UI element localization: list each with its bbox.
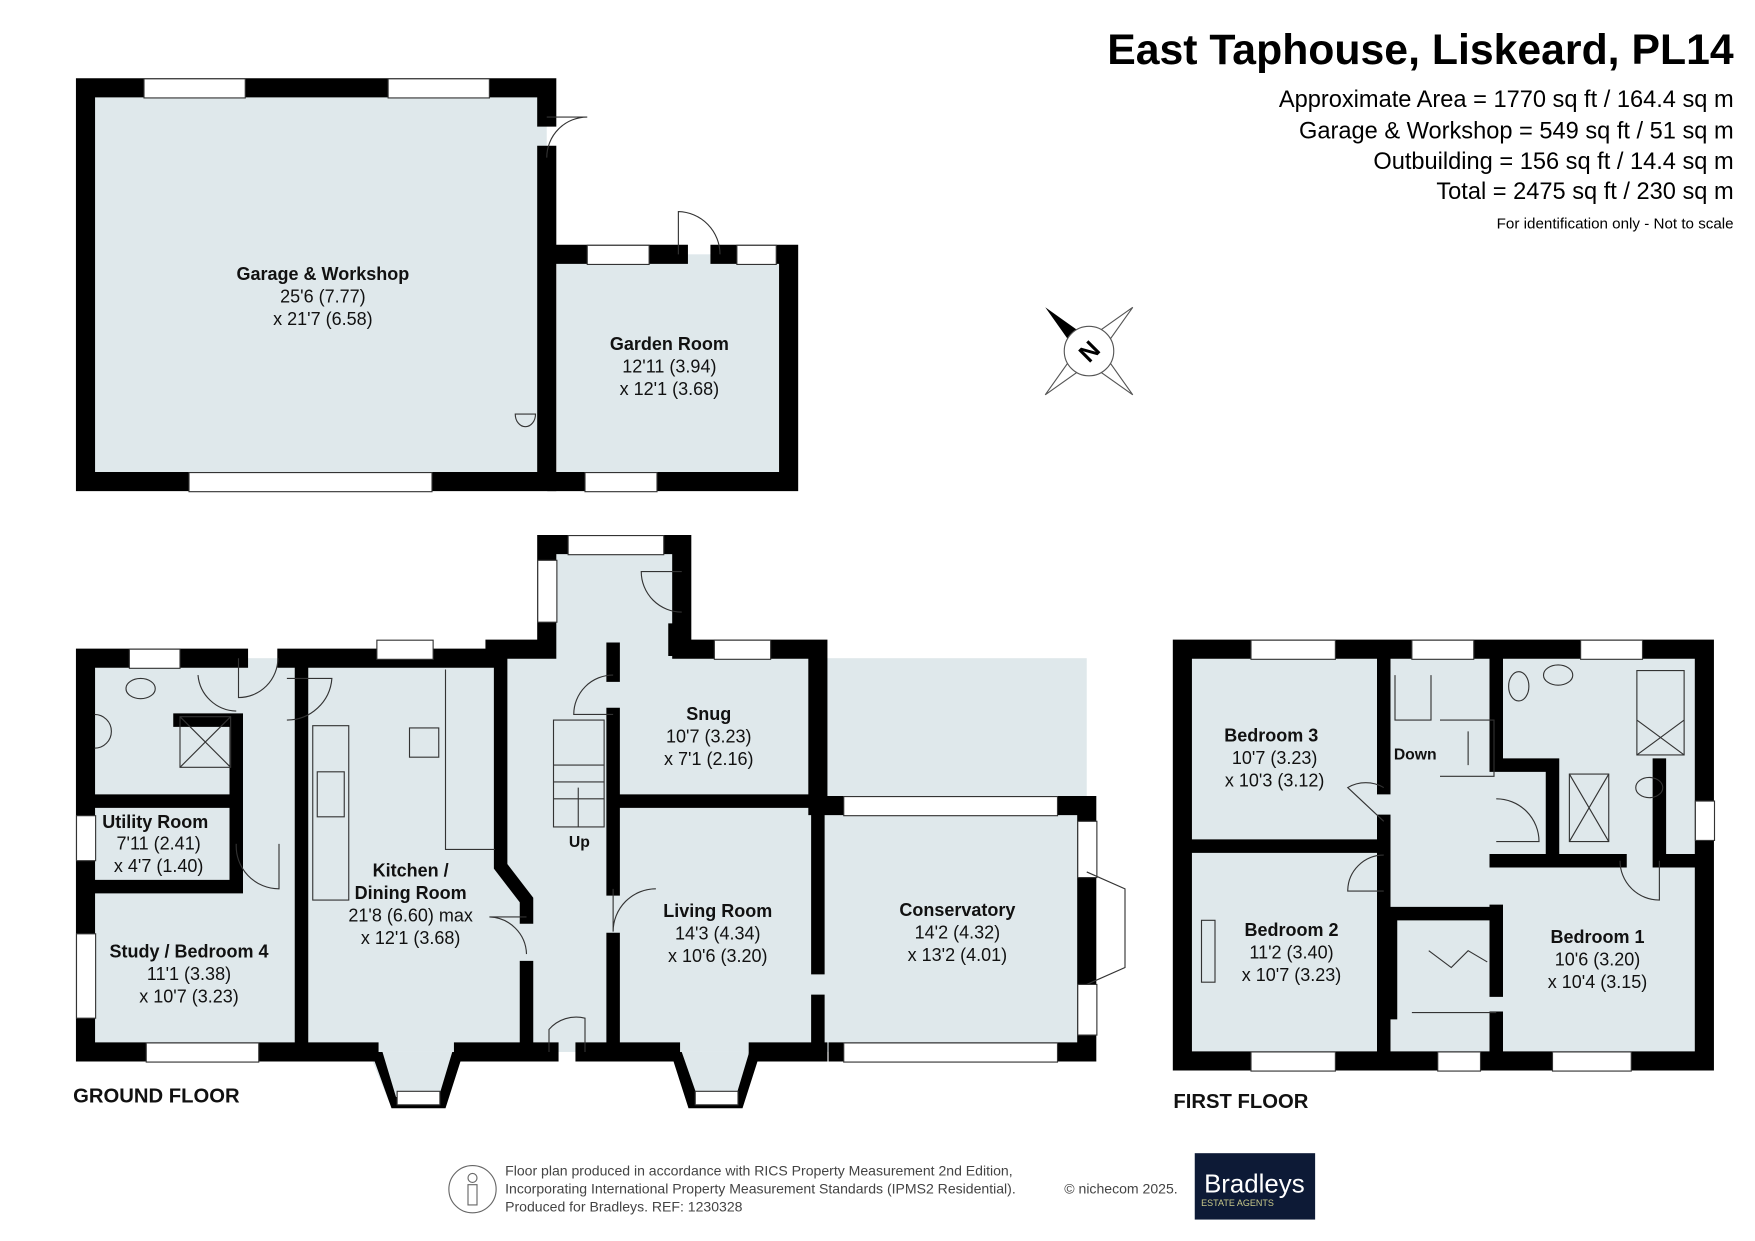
room-garage-label: Garage & Workshop 25'6 (7.77) x 21'7 (6.… (237, 264, 410, 329)
first-floor: Down (1172, 639, 1716, 1072)
room-dimension: x 10'4 (3.15) (1548, 972, 1648, 992)
room-name: Utility Room (102, 812, 208, 832)
room-dimension: x 10'6 (3.20) (668, 946, 768, 966)
stairs-down-label: Down (1394, 746, 1437, 763)
area-approximate: Approximate Area = 1770 sq ft / 164.4 sq… (1279, 87, 1734, 113)
room-dimension: 11'1 (3.38) (147, 964, 231, 984)
copyright: © nichecom 2025. (1064, 1181, 1177, 1197)
room-name: Study / Bedroom 4 (109, 941, 268, 961)
ground-floor: Up (75, 535, 1126, 1109)
compass-icon: N (1044, 306, 1134, 396)
room-dimension: x 12'1 (3.68) (361, 928, 461, 948)
room-name: Living Room (663, 901, 772, 921)
area-outbuilding: Outbuilding = 156 sq ft / 14.4 sq m (1373, 149, 1733, 175)
bradleys-logo: Bradleys ESTATE AGENTS (1194, 1153, 1316, 1220)
room-dimension: x 7'1 (2.16) (664, 749, 753, 769)
first-floor-label: FIRST FLOOR (1173, 1091, 1308, 1113)
room-conservatory: Conservatory 14'2 (4.32) x 13'2 (4.01) (899, 900, 1015, 965)
room-garden-room-label: Garden Room 12'11 (3.94) x 12'1 (3.68) (610, 334, 729, 399)
room-dimension: x 13'2 (4.01) (908, 945, 1008, 965)
room-dimension: 25'6 (7.77) (280, 287, 366, 307)
room-name: Garden Room (610, 334, 729, 354)
ground-floor-label: GROUND FLOOR (73, 1086, 240, 1108)
room-study-bedroom-4: Study / Bedroom 4 11'1 (3.38) x 10'7 (3.… (109, 941, 268, 1006)
room-name: Bedroom 3 (1224, 725, 1318, 745)
room-name: Bedroom 1 (1550, 927, 1644, 947)
area-total: Total = 2475 sq ft / 230 sq m (1436, 179, 1733, 205)
room-bedroom-3: Bedroom 3 10'7 (3.23) x 10'3 (3.12) (1224, 725, 1324, 790)
room-dimension: x 10'7 (3.23) (1242, 965, 1342, 985)
room-dimension: x 4'7 (1.40) (114, 856, 203, 876)
area-garage: Garage & Workshop = 549 sq ft / 51 sq m (1299, 118, 1734, 144)
room-bedroom-1: Bedroom 1 10'6 (3.20) x 10'4 (3.15) (1548, 927, 1648, 992)
room-dimension: x 10'7 (3.23) (139, 986, 239, 1006)
garden-room (547, 210, 799, 493)
room-dimension: 14'3 (4.34) (675, 923, 761, 943)
room-dimension: 10'7 (3.23) (666, 727, 752, 747)
room-dimension: 11'2 (3.40) (1249, 943, 1333, 963)
stairs-up-label: Up (569, 834, 590, 851)
room-dimension: 10'6 (3.20) (1555, 949, 1641, 969)
room-dimension: 12'11 (3.94) (622, 356, 716, 376)
room-name: Kitchen / (373, 860, 449, 880)
room-dimension: x 10'3 (3.12) (1225, 770, 1325, 790)
footer: Floor plan produced in accordance with R… (448, 1153, 1316, 1220)
logo-name: Bradleys (1204, 1171, 1305, 1199)
room-name: Dining Room (355, 883, 467, 903)
header: East Taphouse, Liskeard, PL14 Approximat… (1107, 26, 1734, 232)
room-dimension: 21'8 (6.60) max (348, 905, 472, 925)
room-dimension: x 21'7 (6.58) (273, 309, 373, 329)
garage-workshop (75, 78, 588, 493)
footer-line: Produced for Bradleys. REF: 1230328 (505, 1199, 743, 1215)
room-name: Bedroom 2 (1244, 920, 1338, 940)
room-name: Conservatory (899, 900, 1015, 920)
person-measure-icon (448, 1165, 497, 1214)
footer-line: Incorporating International Property Mea… (505, 1181, 1016, 1197)
room-utility: Utility Room 7'11 (2.41) x 4'7 (1.40) (102, 812, 208, 876)
room-bedroom-2: Bedroom 2 11'2 (3.40) x 10'7 (3.23) (1242, 920, 1342, 985)
room-name: Garage & Workshop (237, 264, 410, 284)
property-title: East Taphouse, Liskeard, PL14 (1107, 26, 1734, 74)
room-dimension: x 12'1 (3.68) (620, 379, 720, 399)
room-dimension: 7'11 (2.41) (117, 833, 201, 853)
room-snug: Snug 10'7 (3.23) x 7'1 (2.16) (664, 704, 753, 769)
footer-line: Floor plan produced in accordance with R… (505, 1163, 1013, 1179)
room-dimension: 14'2 (4.32) (915, 922, 1001, 942)
room-name: Snug (686, 704, 731, 724)
logo-subtitle: ESTATE AGENTS (1201, 1198, 1274, 1208)
scale-note: For identification only - Not to scale (1497, 215, 1734, 232)
room-living: Living Room 14'3 (4.34) x 10'6 (3.20) (663, 901, 772, 966)
room-dimension: 10'7 (3.23) (1232, 748, 1318, 768)
room-kitchen-dining: Kitchen / Dining Room 21'8 (6.60) max x … (348, 860, 472, 948)
